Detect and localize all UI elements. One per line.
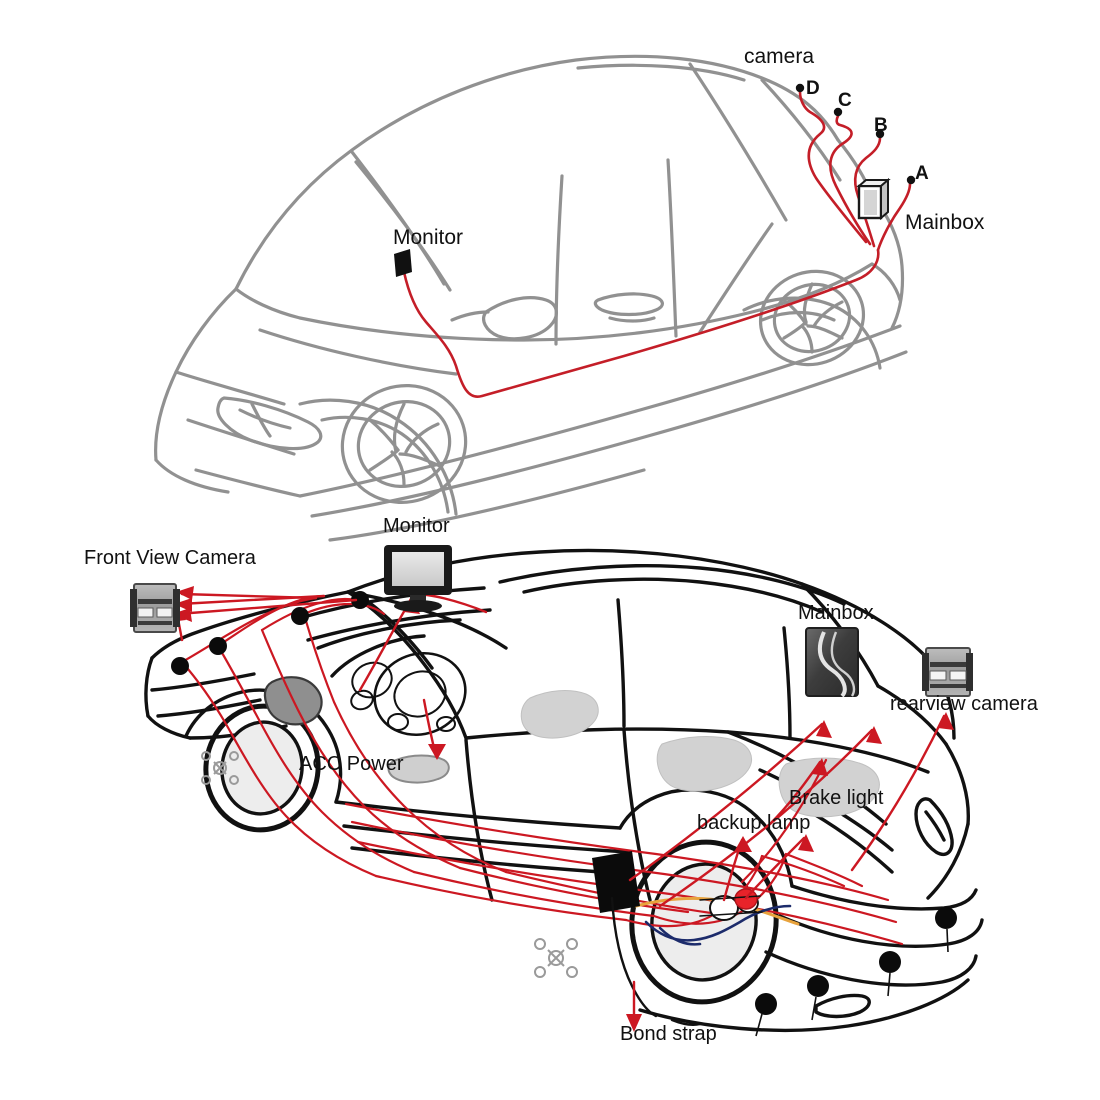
label-sensor-a: A: [915, 163, 929, 184]
sensor-dot-c: [833, 107, 843, 117]
label-sensor-d: D: [806, 78, 820, 99]
label-front-view-camera: Front View Camera: [84, 547, 256, 569]
front-sensor-1: [171, 657, 189, 675]
rear-sensor-1: [755, 993, 777, 1015]
sensor-dot-a: [906, 175, 916, 185]
label-rearview-camera: rearview camera: [890, 693, 1038, 715]
label-monitor-bottom: Monitor: [383, 515, 450, 537]
arrowheads: [170, 586, 954, 1032]
rear-sensor-2: [807, 975, 829, 997]
bottom-mainbox-mounted: [592, 851, 640, 913]
front-sensor-2: [209, 637, 227, 655]
bottom-car-body: [144, 548, 984, 1033]
top-car-body: [154, 54, 908, 542]
label-camera: camera: [744, 45, 815, 68]
front-sensor-4: [351, 591, 369, 609]
top-sensor-dots: [795, 83, 916, 185]
annotation-arrows: [174, 592, 946, 1030]
label-acc-power: ACC Power: [299, 753, 404, 775]
front-sensor-3: [291, 607, 309, 625]
label-brake-light: Brake light: [789, 787, 884, 809]
monitor-icon: [384, 545, 452, 612]
front-sensor-dots: [171, 591, 369, 675]
trunk-accessory-wires: [634, 888, 800, 946]
wheel-hub-glyphs: [201, 751, 578, 978]
sensor-dot-b: [875, 129, 885, 139]
rearview-camera-icon: [922, 647, 973, 697]
top-monitor-icon: [394, 249, 412, 277]
bond-strap-cable: [610, 896, 702, 1026]
label-sensor-b: B: [874, 115, 888, 136]
label-bond-strap: Bond strap: [620, 1023, 717, 1045]
label-sensor-c: C: [838, 90, 852, 111]
rear-sensor-4: [935, 907, 957, 929]
rear-sensor-dots: [755, 907, 957, 1037]
label-mainbox-bottom: Mainbox: [798, 602, 874, 624]
label-monitor-top: Monitor: [393, 226, 464, 249]
front-view-camera-icon: [130, 583, 180, 633]
label-backup-lamp: backup lamp: [697, 812, 811, 834]
sensor-dot-d: [795, 83, 805, 93]
bottom-car-wire-harness: [180, 594, 904, 946]
rear-sensor-3: [879, 951, 901, 973]
mainbox-icon: [805, 627, 859, 698]
top-mainbox-icon: [856, 177, 891, 221]
label-mainbox-top: Mainbox: [905, 211, 985, 234]
